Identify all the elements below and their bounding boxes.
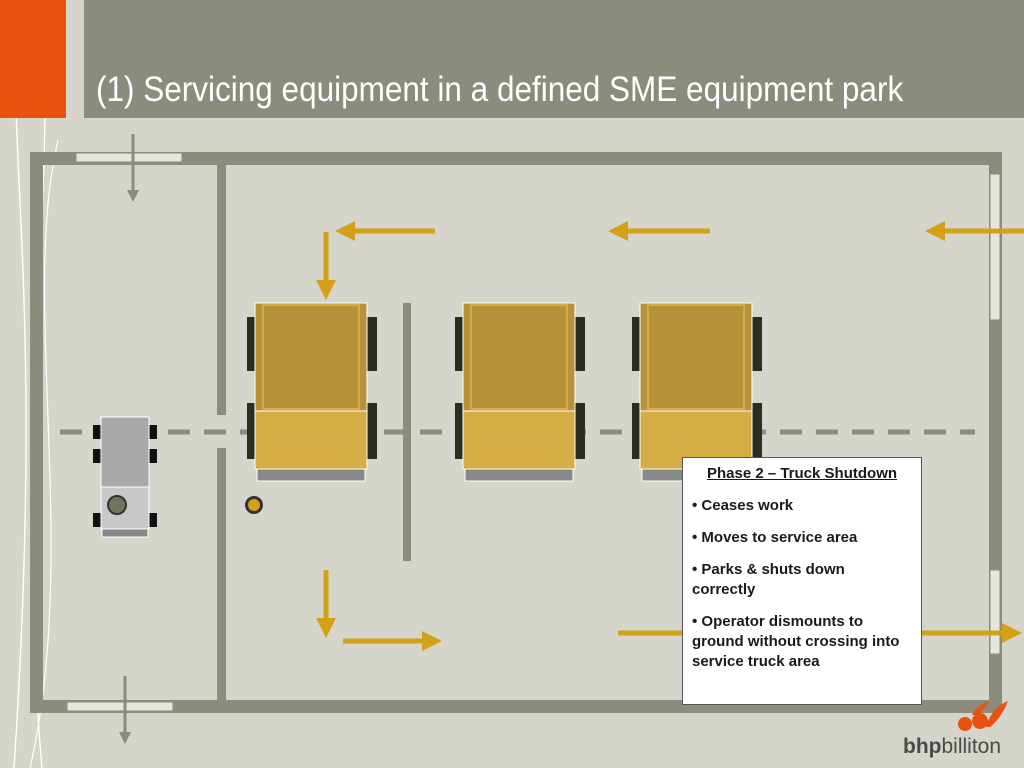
service-truck <box>93 416 157 538</box>
haul-truck-1 <box>247 302 377 482</box>
header-bar <box>84 0 1024 118</box>
phase-step: • Ceases work <box>692 497 794 514</box>
bay-divider <box>403 303 411 561</box>
bhp-logo-text: bhpbilliton <box>903 735 1001 759</box>
accent-block <box>0 0 66 118</box>
service-area-divider <box>217 165 226 700</box>
phase-step: • Operator dismounts to ground without c… <box>692 613 900 670</box>
logo-brand-bold: bhp <box>903 735 942 758</box>
phase-info-box: Phase 2 – Truck Shutdown • Ceases work •… <box>682 457 922 705</box>
bhp-logo-mark <box>958 701 1008 731</box>
haul-truck-2 <box>455 302 585 482</box>
phase-step: • Parks & shuts down correctly <box>692 561 845 598</box>
haul-truck-3 <box>632 302 762 482</box>
traffic-flow-arrows <box>316 221 1024 651</box>
operator-marker <box>245 496 263 514</box>
phase-step: • Moves to service area <box>692 529 858 546</box>
logo-brand-regular: billiton <box>941 735 1002 758</box>
park-boundary-walls <box>30 152 1002 713</box>
slide-title: (1) Servicing equipment in a defined SME… <box>96 70 904 109</box>
phase-title: Phase 2 – Truck Shutdown <box>706 465 898 482</box>
